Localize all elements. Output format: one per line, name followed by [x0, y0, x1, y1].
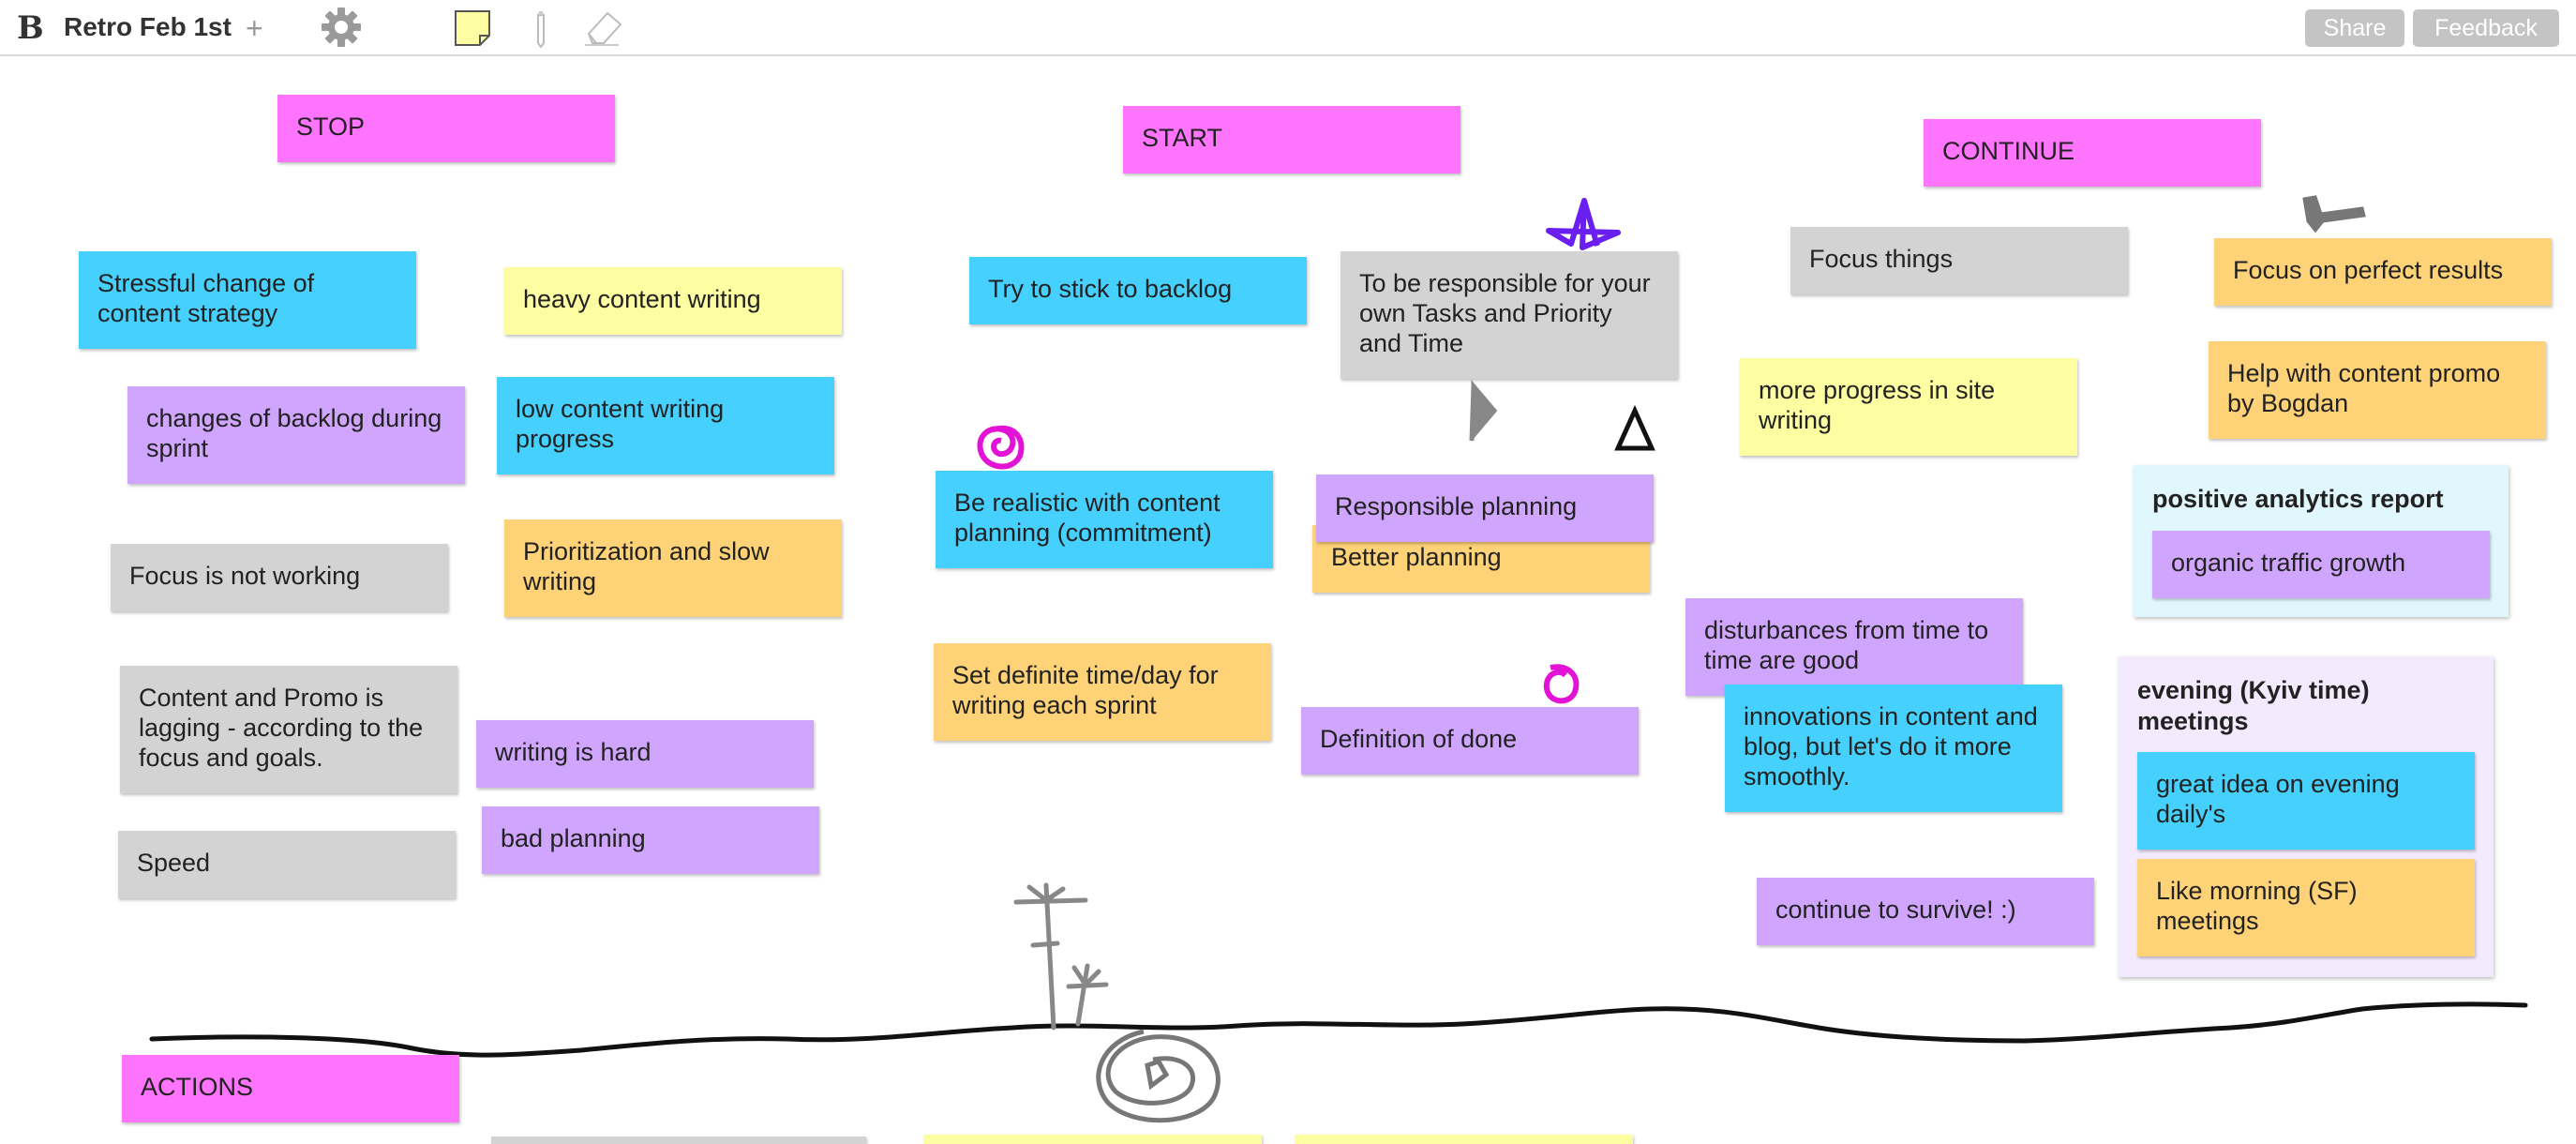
add-board-button[interactable]: + [246, 11, 263, 45]
sticky-note[interactable]: Prioritization and slow writing [504, 519, 842, 617]
sticky-note[interactable]: more progress in site writing [1740, 358, 2077, 456]
sticky-note[interactable]: heavy content writing [504, 267, 842, 335]
sticky-continue-header[interactable]: CONTINUE [1924, 119, 2261, 187]
sticky-note-icon[interactable] [452, 6, 495, 49]
sticky-note[interactable]: disturbances from time to time are good [1685, 598, 2023, 696]
board-canvas[interactable]: STOP START CONTINUE ACTIONS Stressful ch… [0, 56, 2576, 1144]
sticky-note[interactable]: Stressful change of content strategy [79, 251, 416, 349]
sticky-note[interactable]: Help with content promo by Bogdan [2209, 341, 2546, 439]
sticky-note[interactable]: writing is hard [476, 720, 814, 788]
sticky-note[interactable]: Speed [118, 831, 456, 898]
sticky-note[interactable]: bad planning [482, 806, 819, 874]
sticky-note[interactable]: organic traffic growth [2152, 531, 2490, 598]
triangle-drawing [1614, 404, 1655, 451]
sticky-note[interactable]: Focus things [1790, 227, 2128, 294]
group-analytics[interactable]: positive analytics report organic traffi… [2134, 465, 2509, 617]
share-button[interactable]: Share [2305, 9, 2404, 47]
sticky-note[interactable]: great idea on evening daily's [2137, 752, 2475, 850]
pen-icon[interactable] [519, 6, 562, 49]
board-title[interactable]: Retro Feb 1st [64, 12, 232, 41]
sticky-note[interactable]: continue to survive! :) [1757, 878, 2094, 945]
sticky-note[interactable]: low content writing progress [497, 377, 834, 474]
sticky-note[interactable]: changes of backlog during sprint [127, 386, 465, 484]
group-title: evening (Kyiv time) meetings [2137, 676, 2370, 735]
sticky-note[interactable]: innovations in content and blog, but let… [1725, 685, 2062, 812]
sticky-note-partial[interactable] [924, 1135, 1262, 1144]
airplane-drawing [2302, 195, 2366, 233]
ground-line-drawing [149, 1001, 2528, 1058]
sticky-note[interactable]: Definition of done [1301, 707, 1639, 775]
eraser-icon[interactable] [581, 6, 624, 49]
sticky-start-header[interactable]: START [1123, 106, 1460, 173]
sticky-note[interactable]: Content and Promo is lagging - according… [120, 666, 457, 793]
sticky-note[interactable]: Set definite time/day for writing each s… [934, 643, 1271, 741]
app-logo[interactable]: B [17, 9, 44, 47]
sticky-note[interactable]: Like morning (SF) meetings [2137, 859, 2475, 956]
flag-drawing [1469, 380, 1498, 442]
toolbar: B Retro Feb 1st + [0, 0, 2576, 56]
sticky-note[interactable]: Try to stick to backlog [969, 257, 1307, 324]
cactus-drawing [1013, 882, 1109, 1031]
sticky-note[interactable]: To be responsible for your own Tasks and… [1340, 251, 1678, 379]
sticky-note-partial[interactable] [1295, 1135, 1633, 1144]
sticky-note-partial[interactable] [491, 1136, 866, 1144]
star-drawing [1546, 198, 1621, 250]
spiral-drawing [1096, 1029, 1221, 1123]
sticky-note[interactable]: Responsible planning [1316, 474, 1654, 542]
group-title: positive analytics report [2152, 485, 2444, 513]
feedback-button[interactable]: Feedback [2413, 9, 2559, 47]
sticky-actions-header[interactable]: ACTIONS [122, 1055, 459, 1122]
sticky-note[interactable]: Be realistic with content planning (comm… [936, 471, 1273, 568]
sticky-stop-header[interactable]: STOP [277, 95, 615, 162]
sticky-note[interactable]: Focus on perfect results [2214, 238, 2552, 306]
sticky-note[interactable]: Focus is not working [111, 544, 448, 611]
gear-icon[interactable] [320, 6, 363, 49]
group-evening-meetings[interactable]: evening (Kyiv time) meetings great idea … [2119, 656, 2494, 977]
